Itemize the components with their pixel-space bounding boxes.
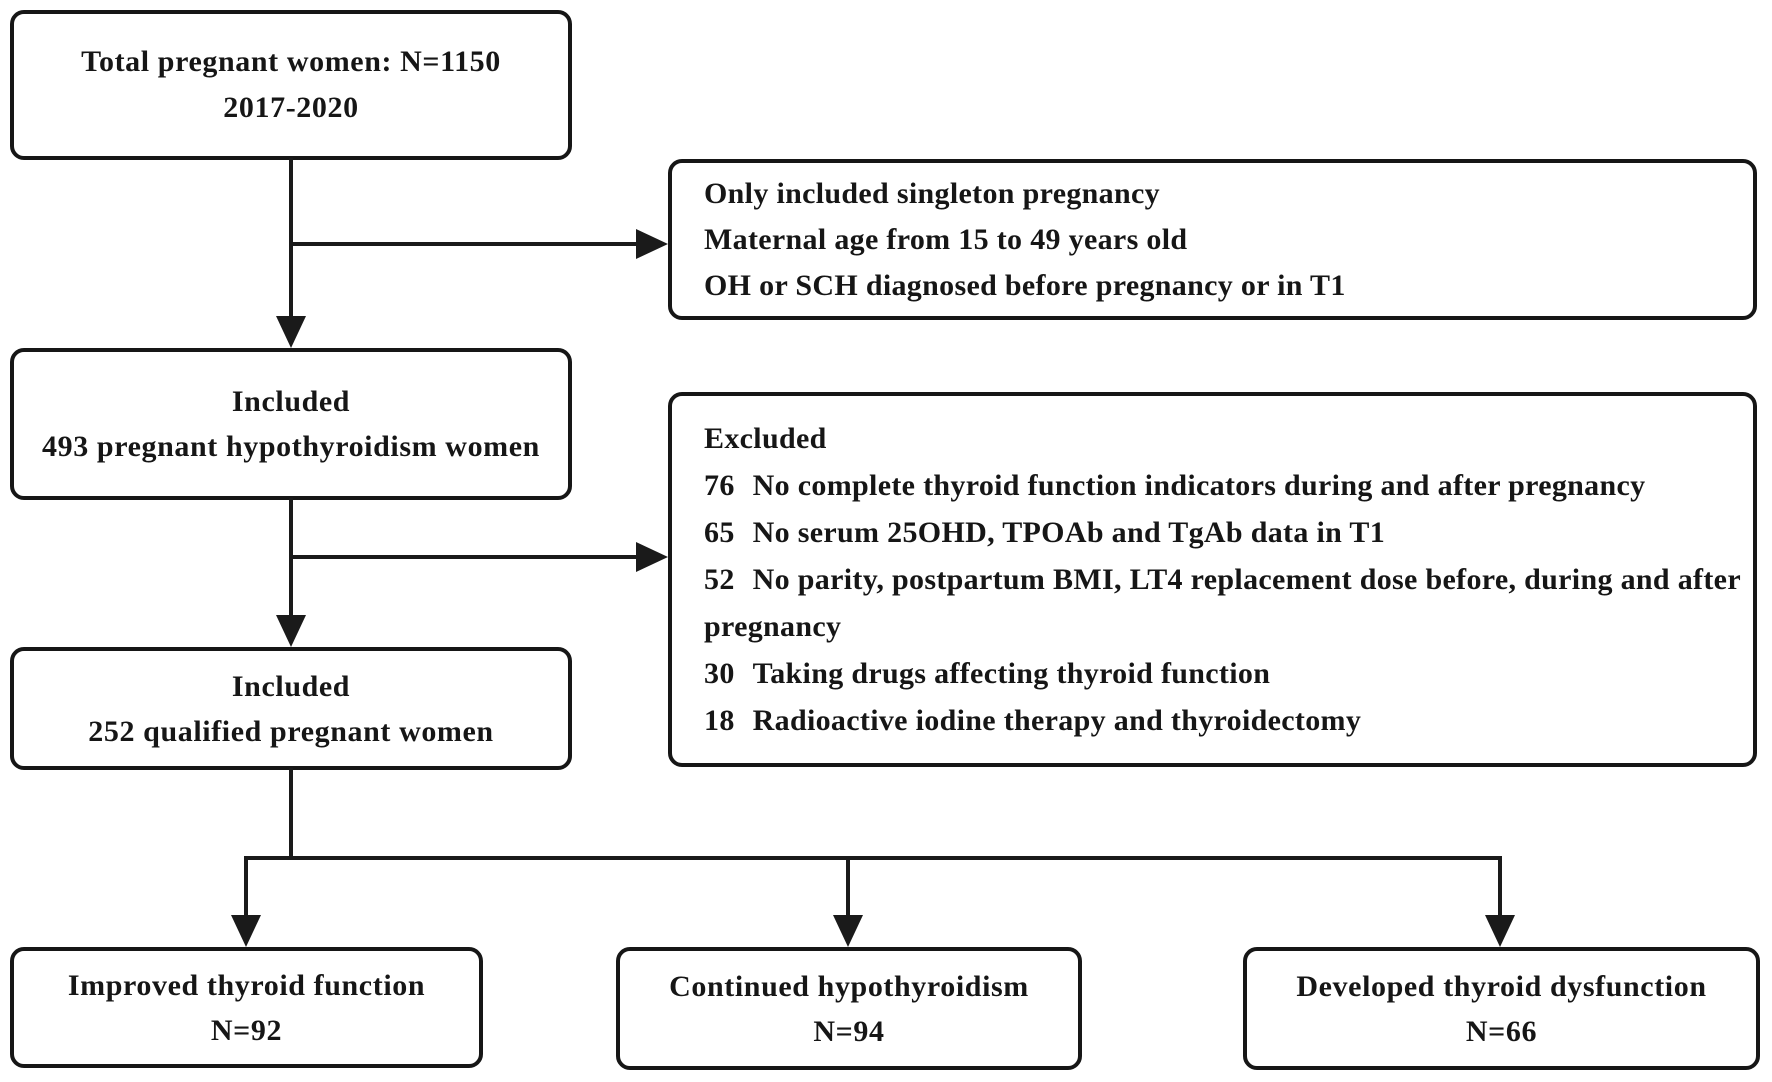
arrowhead-into-included493 (276, 316, 306, 348)
box-outcome-improved: Improved thyroid function N=92 (10, 947, 483, 1068)
connector-total-to-included493 (289, 158, 293, 318)
total-line1: Total pregnant women: N=1150 (81, 45, 501, 78)
outcome-improved-line2: N=92 (210, 1013, 283, 1047)
arrowhead-into-continued (833, 915, 863, 947)
criteria-line-3: OH or SCH diagnosed before pregnancy or … (704, 268, 1346, 302)
arrowhead-into-included252 (276, 615, 306, 647)
excluded-item-reason: Taking drugs affecting thyroid function (752, 657, 1271, 690)
outcome-developed-line2: N=66 (1465, 1014, 1538, 1048)
box-total-pregnant-women: Total pregnant women: N=1150 2017-2020 (10, 10, 572, 160)
excluded-item: 18 Radioactive iodine therapy and thyroid… (704, 697, 1743, 744)
included-493-line1: Included (231, 385, 351, 418)
connector-branch-to-excluded (291, 555, 636, 559)
included-493-line2: 493 pregnant hypothyroidism women (42, 430, 540, 463)
excluded-item: 65 No serum 25OHD, TPOAb and TgAb data in… (704, 509, 1743, 556)
excluded-header: Excluded (704, 422, 827, 455)
total-line2: 2017-2020 (223, 91, 359, 124)
connector-drop-improved (244, 856, 248, 917)
connector-branch-to-criteria (291, 242, 636, 246)
outcome-developed-line1: Developed thyroid dysfunction (1296, 969, 1707, 1003)
box-inclusion-criteria: Only included singleton pregnancy Matern… (668, 159, 1757, 320)
excluded-item-count: 18 (704, 704, 735, 737)
excluded-item-reason: No complete thyroid function indicators … (752, 469, 1646, 502)
arrowhead-into-criteria (636, 229, 668, 259)
connector-drop-continued (846, 856, 850, 917)
excluded-item-count: 65 (704, 516, 735, 549)
excluded-item-count: 76 (704, 469, 735, 502)
connector-included252-down (289, 768, 293, 860)
connector-drop-developed (1498, 856, 1502, 917)
excluded-item-reason: Radioactive iodine therapy and thyroidec… (752, 704, 1362, 737)
outcome-continued-line2: N=94 (813, 1014, 885, 1048)
excluded-item-reason: No serum 25OHD, TPOAb and TgAb data in T… (752, 516, 1386, 549)
included-252-line1: Included (231, 669, 351, 703)
included-252-line2: 252 qualified pregnant women (88, 714, 494, 748)
excluded-item-reason: No parity, postpartum BMI, LT4 replaceme… (704, 563, 1741, 643)
criteria-line-1: Only included singleton pregnancy (704, 176, 1160, 210)
box-excluded: Excluded 76 No complete thyroid function … (668, 392, 1757, 767)
box-outcome-developed: Developed thyroid dysfunction N=66 (1243, 947, 1760, 1070)
excluded-item-count: 52 (704, 563, 735, 596)
excluded-item-count: 30 (704, 657, 735, 690)
arrowhead-into-developed (1485, 915, 1515, 947)
arrowhead-into-improved (231, 915, 261, 947)
connector-distribution-line (244, 856, 1502, 860)
excluded-item: 30 Taking drugs affecting thyroid functio… (704, 650, 1743, 697)
box-included-493: Included 493 pregnant hypothyroidism wom… (10, 348, 572, 500)
outcome-continued-line1: Continued hypothyroidism (669, 969, 1029, 1003)
outcome-improved-line1: Improved thyroid function (67, 968, 426, 1002)
criteria-line-2: Maternal age from 15 to 49 years old (704, 222, 1188, 256)
arrowhead-into-excluded (636, 542, 668, 572)
excluded-item: 76 No complete thyroid function indicator… (704, 462, 1743, 509)
box-outcome-continued: Continued hypothyroidism N=94 (616, 947, 1082, 1070)
box-included-252: Included 252 qualified pregnant women (10, 647, 572, 770)
